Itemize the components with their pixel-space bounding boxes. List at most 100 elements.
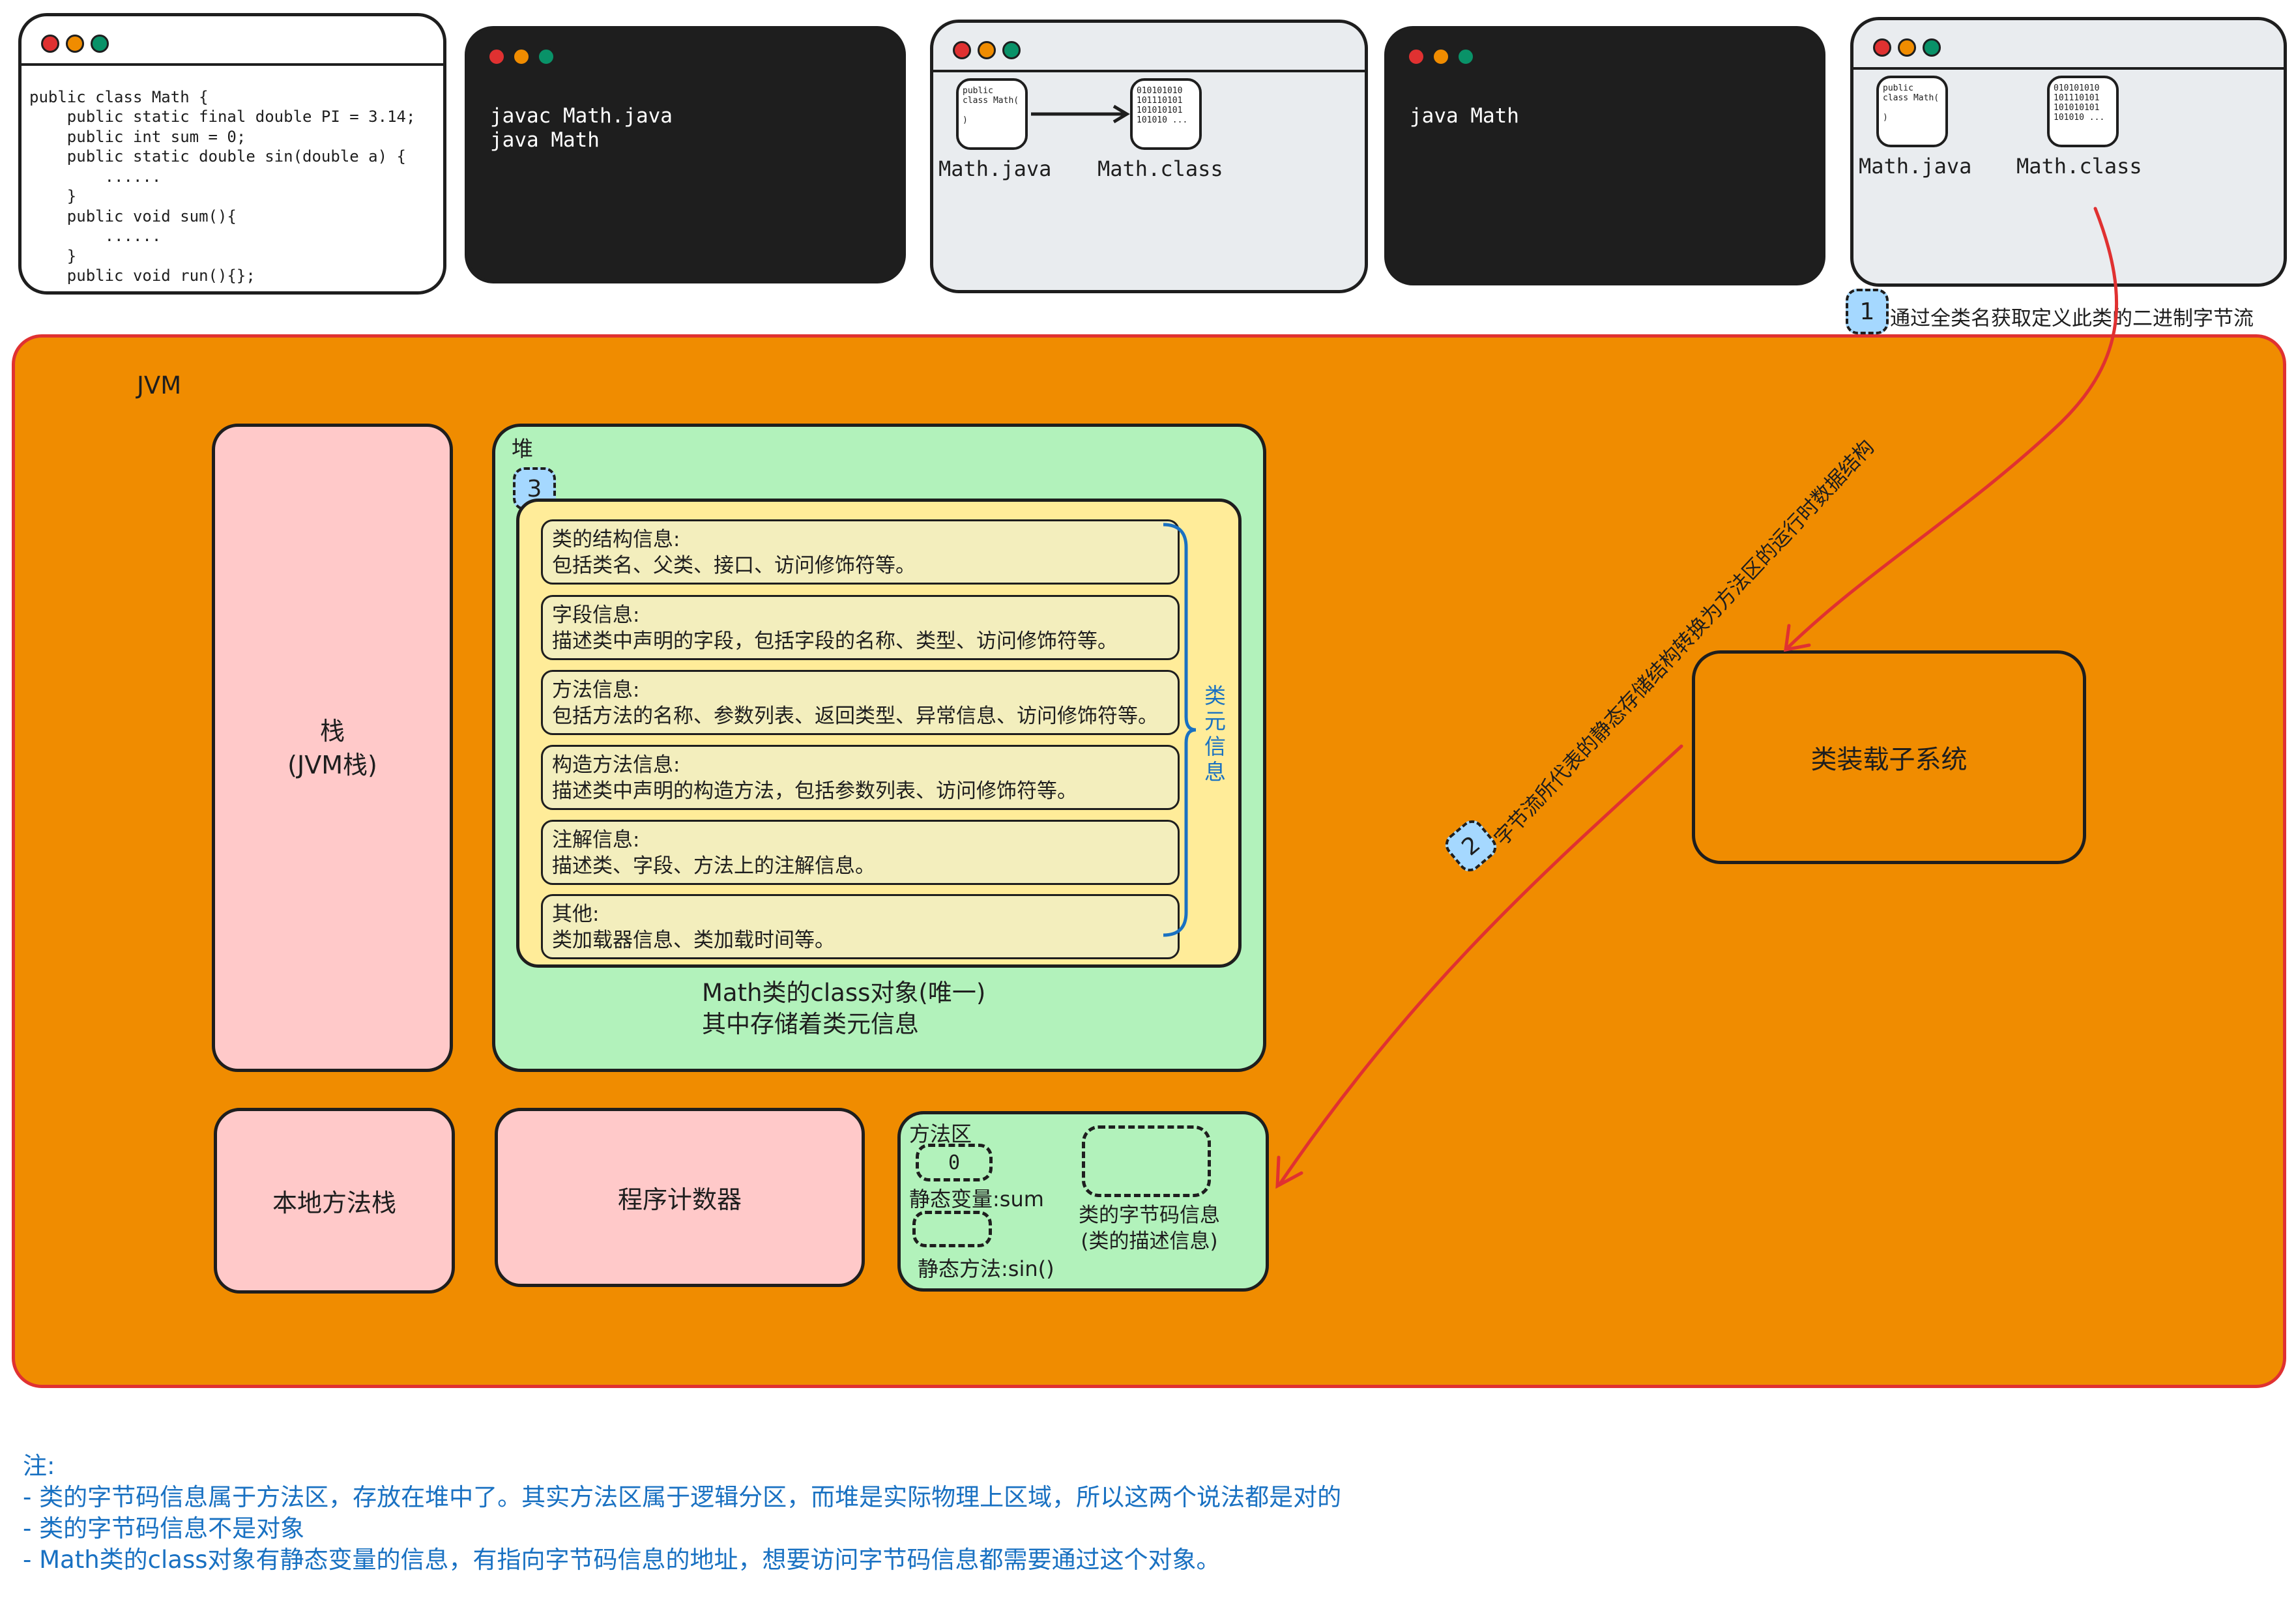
static-method-label: 静态方法:sin() bbox=[918, 1256, 1054, 1281]
titlebar-divider bbox=[933, 70, 1365, 72]
close-dot-icon[interactable] bbox=[1873, 38, 1891, 57]
brace-label: 类元信息 bbox=[1204, 683, 1226, 785]
meta-row-title: 其他: bbox=[552, 903, 600, 926]
bytecode-label: 类的字节码信息 (类的描述信息) bbox=[1079, 1202, 1220, 1254]
code-line: ...... bbox=[29, 167, 162, 186]
meta-row-title: 类的结构信息: bbox=[552, 528, 680, 551]
java-source-code: public class Math { public static final … bbox=[29, 67, 416, 292]
jvm-label: JVM bbox=[137, 371, 182, 399]
step-1-badge: 1 bbox=[1846, 289, 1889, 334]
minimize-dot-icon[interactable] bbox=[978, 41, 996, 59]
class-file-label: Math.class bbox=[2016, 154, 2142, 179]
maximize-dot-icon[interactable] bbox=[1002, 41, 1021, 59]
meta-row-desc: 描述类中声明的构造方法，包括参数列表、访问修饰符等。 bbox=[552, 779, 1077, 803]
program-counter: 程序计数器 bbox=[495, 1108, 865, 1287]
meta-row-title: 注解信息: bbox=[552, 828, 640, 852]
class-object-caption: Math类的class对象(唯一) 其中存储着类元信息 bbox=[702, 977, 985, 1040]
code-line: public int sum = 0; bbox=[29, 127, 246, 146]
meta-row-desc: 描述类中声明的字段，包括字段的名称、类型、访问修饰符等。 bbox=[552, 630, 1118, 653]
window-controls bbox=[41, 35, 109, 53]
code-window: public class Math { public static final … bbox=[18, 13, 446, 295]
terminal-line: javac Math.java bbox=[490, 104, 673, 128]
terminal-window-run: java Math bbox=[1384, 26, 1825, 285]
static-var-label: 静态变量:sum bbox=[909, 1187, 1044, 1211]
meta-row-annotations: 注解信息: 描述类、字段、方法上的注解信息。 bbox=[541, 820, 1180, 885]
bytecode-box bbox=[1082, 1125, 1211, 1197]
maximize-dot-icon[interactable] bbox=[1457, 48, 1475, 66]
titlebar-divider bbox=[22, 63, 443, 66]
code-line: public void run(){}; bbox=[29, 267, 255, 285]
meta-row-fields: 字段信息: 描述类中声明的字段，包括字段的名称、类型、访问修饰符等。 bbox=[541, 595, 1180, 660]
meta-row-desc: 包括方法的名称、参数列表、返回类型、异常信息、访问修饰符等。 bbox=[552, 704, 1158, 728]
window-controls bbox=[1407, 48, 1475, 66]
maximize-dot-icon[interactable] bbox=[1923, 38, 1941, 57]
note-line: - Math类的class对象有静态变量的信息，有指向字节码信息的地址，想要访问… bbox=[23, 1546, 1221, 1574]
code-line: } bbox=[29, 187, 77, 205]
meta-row-constructors: 构造方法信息: 描述类中声明的构造方法，包括参数列表、访问修饰符等。 bbox=[541, 745, 1180, 810]
terminal-line: java Math bbox=[490, 128, 600, 152]
window-controls bbox=[487, 48, 555, 66]
heap-label: 堆 bbox=[512, 436, 533, 461]
code-line: ...... bbox=[29, 227, 162, 245]
arrow-head-loader-icon bbox=[1784, 624, 1811, 652]
java-file-label: Math.java bbox=[938, 156, 1052, 181]
code-line: } bbox=[29, 286, 415, 292]
java-file-label: Math.java bbox=[1859, 154, 1972, 179]
jvm-stack: 栈 (JVM栈) bbox=[212, 424, 453, 1072]
compile-arrow-icon bbox=[1031, 104, 1130, 124]
meta-row-title: 构造方法信息: bbox=[552, 753, 680, 777]
code-line: } bbox=[29, 246, 77, 265]
code-line: public static double sin(double a) { bbox=[29, 147, 406, 166]
static-method-box bbox=[912, 1211, 992, 1247]
note-line: - 类的字节码信息属于方法区，存放在堆中了。其实方法区属于逻辑分区，而堆是实际物… bbox=[23, 1483, 1342, 1511]
arrow-bytes-to-loader-icon bbox=[1785, 207, 2119, 650]
code-line: public void sum(){ bbox=[29, 207, 237, 225]
maximize-dot-icon[interactable] bbox=[537, 48, 555, 66]
flow-arrows bbox=[1275, 207, 2119, 1189]
step-1-text: 通过全类名获取定义此类的二进制字节流 bbox=[1890, 307, 2254, 330]
maximize-dot-icon[interactable] bbox=[91, 35, 109, 53]
minimize-dot-icon[interactable] bbox=[1432, 48, 1450, 66]
class-file-thumbnail: 010101010 101110101 101010101 101010 ... bbox=[2047, 76, 2119, 147]
close-dot-icon[interactable] bbox=[1407, 48, 1425, 66]
note-line: - 类的字节码信息不是对象 bbox=[23, 1514, 305, 1542]
meta-row-desc: 包括类名、父类、接口、访问修饰符等。 bbox=[552, 554, 916, 577]
arrow-head-method-area-icon bbox=[1275, 1155, 1303, 1189]
stack-title: 栈 bbox=[319, 716, 345, 746]
class-file-label: Math.class bbox=[1097, 156, 1223, 181]
java-file-thumbnail: public class Math( ) bbox=[956, 78, 1028, 150]
bytecode-label-line: 类的字节码信息 bbox=[1079, 1204, 1220, 1227]
class-loader-subsystem: 类装载子系统 bbox=[1692, 650, 2086, 864]
stack-subtitle: (JVM栈) bbox=[287, 750, 377, 779]
minimize-dot-icon[interactable] bbox=[1898, 38, 1916, 57]
files-window: public class Math( ) 010101010 101110101… bbox=[1850, 17, 2287, 287]
meta-row-title: 字段信息: bbox=[552, 603, 640, 627]
minimize-dot-icon[interactable] bbox=[66, 35, 84, 53]
notes-block: 注: - 类的字节码信息属于方法区，存放在堆中了。其实方法区属于逻辑分区，而堆是实… bbox=[23, 1419, 1341, 1607]
close-dot-icon[interactable] bbox=[487, 48, 506, 66]
titlebar-divider bbox=[1853, 67, 2284, 70]
window-controls bbox=[953, 41, 1021, 59]
class-file-thumbnail: 010101010 101110101 101010101 101010 ... bbox=[1130, 78, 1202, 150]
meta-row-methods: 方法信息: 包括方法的名称、参数列表、返回类型、异常信息、访问修饰符等。 bbox=[541, 670, 1180, 735]
minimize-dot-icon[interactable] bbox=[512, 48, 530, 66]
method-area-label: 方法区 bbox=[909, 1122, 972, 1146]
window-controls bbox=[1873, 38, 1941, 57]
caption-line: 其中存储着类元信息 bbox=[702, 1010, 919, 1038]
meta-row-structure: 类的结构信息: 包括类名、父类、接口、访问修饰符等。 bbox=[541, 519, 1180, 585]
compile-window: public class Math( ) 010101010 101110101… bbox=[930, 20, 1368, 293]
close-dot-icon[interactable] bbox=[953, 41, 971, 59]
java-file-thumbnail: public class Math( ) bbox=[1876, 76, 1948, 147]
terminal-output: java Math bbox=[1410, 80, 1519, 177]
meta-row-desc: 类加载器信息、类加载时间等。 bbox=[552, 929, 835, 952]
notes-title: 注: bbox=[23, 1452, 55, 1480]
static-var-value-box: 0 bbox=[916, 1144, 993, 1181]
close-dot-icon[interactable] bbox=[41, 35, 59, 53]
caption-line: Math类的class对象(唯一) bbox=[702, 979, 986, 1007]
code-line: public class Math { bbox=[29, 87, 209, 106]
code-line: public static final double PI = 3.14; bbox=[29, 108, 416, 126]
native-method-stack: 本地方法栈 bbox=[214, 1108, 455, 1294]
meta-row-desc: 描述类、字段、方法上的注解信息。 bbox=[552, 854, 875, 878]
